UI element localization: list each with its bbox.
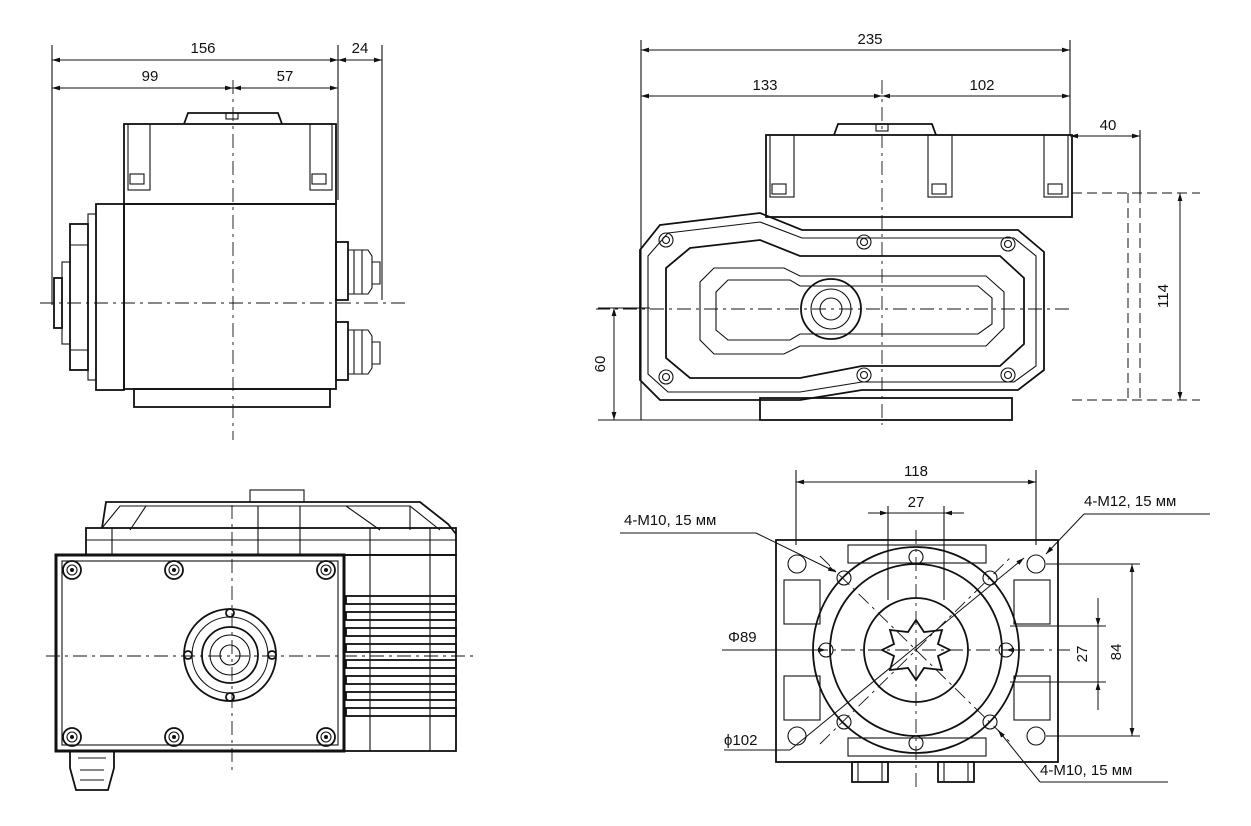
callout-top-right: 4-M12, 15 мм [1084,493,1176,510]
dim-114: 114 [1155,284,1172,308]
dia-102-label: ϕ102 [724,732,757,749]
dim-156: 156 [190,40,215,57]
flange-view: 118 27 27 84 [620,463,1210,790]
dim-40: 40 [1100,117,1117,134]
dim-27-v: 27 [1074,646,1091,663]
side-view: 235 133 102 40 114 60 [592,31,1200,425]
cooling-fins [345,595,457,717]
callout-top-left: 4-M10, 15 мм [624,512,716,529]
dim-133: 133 [752,77,777,94]
side-cover-screws [658,232,1016,385]
dim-118: 118 [904,463,928,480]
dim-24: 24 [352,40,369,57]
dim-99: 99 [142,68,159,85]
dim-27-h: 27 [908,494,925,511]
callout-bottom-right: 4-M10, 15 мм [1040,762,1132,779]
dim-57: 57 [277,68,294,85]
front-view: 156 24 99 57 [40,40,408,440]
dia-89-label: Φ89 [728,629,757,646]
cover-screws [62,560,336,747]
dim-235: 235 [857,31,882,48]
dim-60: 60 [592,356,609,373]
cover-view [46,489,474,791]
dim-84: 84 [1108,644,1125,661]
dim-102: 102 [969,77,994,94]
